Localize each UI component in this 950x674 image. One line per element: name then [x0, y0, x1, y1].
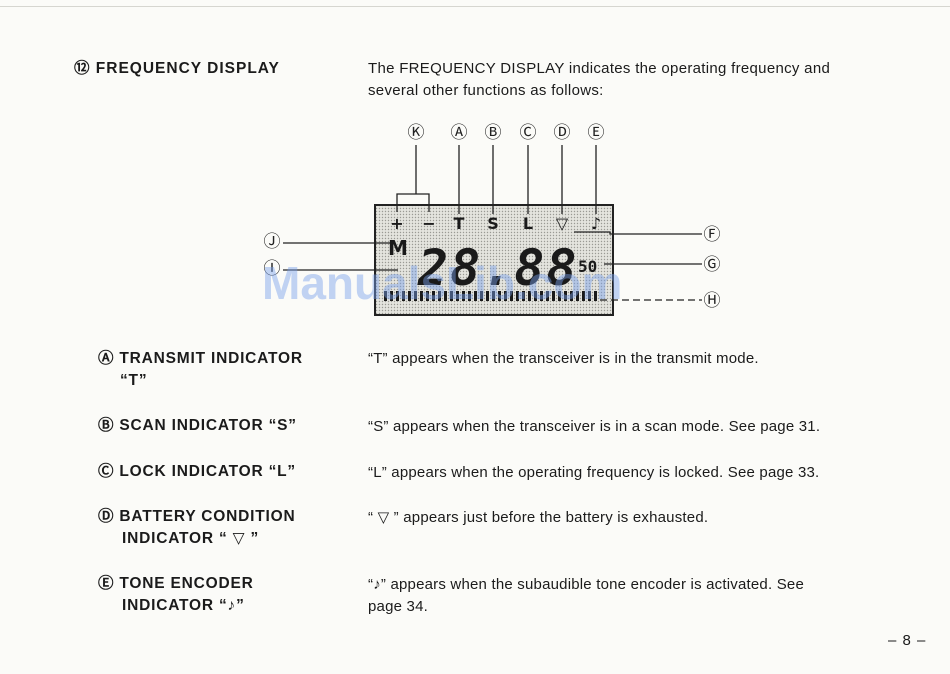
indicator-label-transmit: Ⓐ TRANSMIT INDICATOR “T” [98, 348, 303, 392]
indicator-label-battery: Ⓓ BATTERY CONDITION INDICATOR “ ▽ ” [98, 506, 295, 550]
indicator-label-line2: “T” [120, 372, 148, 389]
indicator-label-line1: Ⓓ BATTERY CONDITION [98, 508, 296, 525]
lcd-diagram: Ⓚ Ⓐ Ⓑ Ⓒ Ⓓ Ⓔ Ⓕ Ⓖ Ⓗ Ⓙ Ⓘ + − T S [264, 123, 721, 316]
lcd-digits: 28.88 [417, 239, 579, 297]
lcd-s: S [487, 214, 499, 233]
lcd-mode-letter: M [388, 236, 408, 260]
indicator-desc-scan: “S” appears when the transceiver is in a… [368, 416, 908, 438]
callout-j: Ⓙ [264, 232, 281, 252]
lcd-t: T [454, 214, 465, 233]
intro-line-2: several other functions as follows: [368, 82, 604, 99]
callout-c: Ⓒ [520, 123, 537, 143]
indicator-desc-line1: “T” appears when the transceiver is in t… [368, 350, 759, 367]
indicator-label-scan: Ⓑ SCAN INDICATOR “S” [98, 415, 297, 437]
intro-text: The FREQUENCY DISPLAY indicates the oper… [368, 58, 908, 102]
indicator-desc-line1: “L” appears when the operating frequency… [368, 464, 820, 481]
indicator-label-tone: Ⓔ TONE ENCODER INDICATOR “♪” [98, 573, 254, 617]
lcd-battery: ▽ [556, 214, 569, 233]
indicator-desc-line1: “ ▽ ” appears just before the battery is… [368, 509, 709, 526]
indicator-label-line1: Ⓒ LOCK INDICATOR “L” [98, 463, 296, 480]
indicator-desc-lock: “L” appears when the operating frequency… [368, 462, 908, 484]
indicator-desc-transmit: “T” appears when the transceiver is in t… [368, 348, 908, 370]
section-title: ⑫ FREQUENCY DISPLAY [74, 60, 280, 77]
callout-e: Ⓔ [588, 123, 605, 143]
top-rule [0, 6, 950, 7]
indicator-desc-line1: “S” appears when the transceiver is in a… [368, 418, 821, 435]
indicator-label-lock: Ⓒ LOCK INDICATOR “L” [98, 461, 296, 483]
callout-i: Ⓘ [264, 259, 281, 279]
callout-b: Ⓑ [485, 123, 502, 143]
indicator-desc-tone: “♪” appears when the subaudible tone enc… [368, 574, 908, 618]
indicator-desc-line2: page 34. [368, 598, 428, 615]
callout-a: Ⓐ [451, 123, 468, 143]
lcd-small-digits: 50 [578, 257, 597, 276]
indicator-label-line1: Ⓑ SCAN INDICATOR “S” [98, 417, 297, 434]
indicator-desc-line1: “♪” appears when the subaudible tone enc… [368, 576, 805, 593]
callout-d: Ⓓ [554, 123, 571, 143]
indicator-desc-battery: “ ▽ ” appears just before the battery is… [368, 507, 908, 529]
lcd-bar-graph [384, 291, 597, 301]
indicator-label-line1: Ⓐ TRANSMIT INDICATOR [98, 350, 303, 367]
lcd-minus: − [422, 214, 435, 233]
page-number: – 8 – [888, 632, 927, 649]
indicator-label-line2: INDICATOR “♪” [122, 597, 245, 614]
indicator-label-line2: INDICATOR “ ▽ ” [122, 530, 260, 547]
watermark: ManualsLib.com [262, 257, 623, 309]
intro-line-1: The FREQUENCY DISPLAY indicates the oper… [368, 60, 831, 77]
callout-f: Ⓕ [704, 225, 721, 245]
lcd-l: L [523, 214, 533, 233]
callout-k: Ⓚ [408, 123, 425, 143]
lcd-plus: + [390, 214, 403, 233]
indicator-label-line1: Ⓔ TONE ENCODER [98, 575, 254, 592]
callout-h: Ⓗ [704, 291, 721, 311]
lcd-tone: ♪ [591, 214, 601, 233]
callout-g: Ⓖ [704, 255, 721, 275]
